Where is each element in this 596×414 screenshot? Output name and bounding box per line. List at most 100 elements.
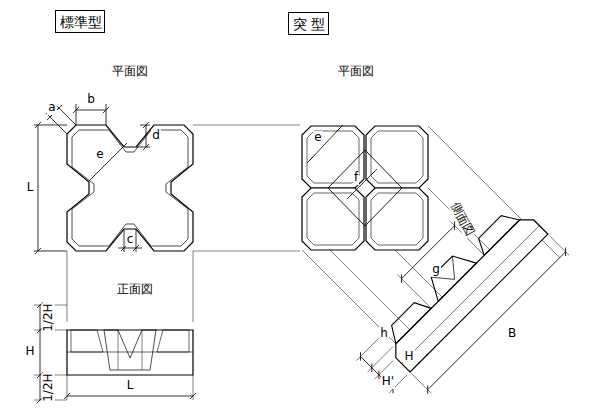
front-face (157, 330, 189, 352)
view-title: 突 型 (293, 16, 324, 33)
dimension-line (40, 305, 41, 400)
dimension-tick (561, 248, 569, 256)
dimension-label: 1/2H (41, 373, 54, 403)
extension-line (34, 251, 67, 252)
title-box: 突 型 (288, 12, 329, 35)
dimension-tick (56, 105, 62, 111)
dimension-tick (121, 143, 127, 149)
projection-line (193, 251, 194, 322)
projection-line (330, 250, 418, 338)
extension-line (368, 347, 393, 372)
dimension-tick (397, 274, 405, 282)
extension-line (136, 147, 150, 148)
front-edge (142, 330, 143, 370)
dimension-line (38, 125, 39, 251)
projection-line (193, 251, 300, 252)
projection-line (193, 125, 300, 126)
dimension-line (146, 125, 147, 147)
dimension-label: g (431, 263, 441, 276)
lobe-outline (366, 126, 428, 188)
side-lobe (385, 297, 432, 344)
chamfer-line (402, 226, 540, 364)
dimension-tick (64, 393, 70, 399)
projection-line (67, 251, 68, 322)
extension-line (356, 328, 389, 361)
dimension-label: 1/2H (41, 303, 54, 333)
chamfer-line (371, 193, 423, 245)
dimension-label: L (26, 181, 35, 194)
dimension-label: B (507, 327, 517, 340)
chamfer-line (72, 130, 188, 246)
extension-line (46, 113, 67, 134)
dimension-tick (143, 144, 149, 150)
dimension-label: h (379, 327, 389, 340)
dimension-label: f (353, 171, 359, 184)
lobe-outline (302, 126, 364, 188)
dimension-label: e (313, 131, 322, 144)
lobe-outline (366, 188, 428, 250)
dimension-line (92, 146, 124, 178)
dimension-tick (103, 107, 109, 113)
dimension-line (402, 226, 455, 279)
dimension-tick (47, 114, 53, 120)
title-box: 標準型 (55, 10, 105, 33)
extension-line (140, 125, 150, 126)
dimension-tick (190, 393, 196, 399)
extension-line (34, 125, 67, 126)
plan-outline (67, 125, 193, 251)
dimension-tick (368, 364, 376, 372)
dimension-tick (356, 352, 364, 360)
dimension-line (428, 252, 566, 390)
dimension-tick (337, 125, 343, 131)
dimension-tick (143, 122, 149, 128)
dimension-label: d (151, 129, 161, 142)
linework (34, 104, 571, 414)
extension-line (549, 236, 569, 256)
dimension-tick (371, 169, 377, 175)
front-notch (104, 330, 156, 370)
dimension-line (118, 248, 142, 249)
view-name: 側面図 (447, 200, 476, 240)
extension-line (411, 373, 431, 393)
dimension-tick (73, 107, 79, 113)
side-edge (442, 256, 465, 279)
dimension-tick (347, 193, 353, 199)
dimension-tick (89, 175, 95, 181)
side-protrusion (423, 248, 477, 302)
dimension-tick (307, 157, 313, 163)
front-outline (67, 330, 193, 375)
side-view (334, 177, 572, 414)
front-edge (118, 330, 119, 370)
dimension-label: b (86, 93, 96, 106)
dimension-line (76, 110, 106, 111)
dimension-label: L (126, 379, 135, 392)
chamfer-line (371, 131, 423, 183)
dimension-tick (423, 385, 431, 393)
front-face (71, 330, 103, 352)
dimension-label: H (403, 350, 414, 363)
dimension-line (350, 172, 374, 196)
dimension-label: c (126, 233, 135, 246)
view-name: 正面図 (116, 283, 154, 296)
extension-line (76, 104, 77, 125)
dimension-line (310, 128, 340, 160)
extension-line (106, 104, 107, 125)
dimension-label: H' (381, 375, 395, 388)
dimension-label: a (47, 101, 56, 114)
chamfer-line (307, 131, 359, 183)
view-name: 平面図 (337, 65, 375, 78)
center-diamond (328, 150, 402, 226)
dimension-tick (35, 122, 41, 128)
projection-line (302, 250, 400, 348)
view-title: 標準型 (60, 14, 100, 31)
side-lobe (473, 209, 520, 256)
lobe-outline (302, 188, 364, 250)
dimension-label: e (95, 148, 104, 161)
dimension-label: H (24, 345, 35, 358)
extension-line (55, 104, 76, 125)
extension-line (397, 274, 431, 308)
chamfer-line (307, 193, 359, 245)
view-name: 平面図 (111, 65, 149, 78)
